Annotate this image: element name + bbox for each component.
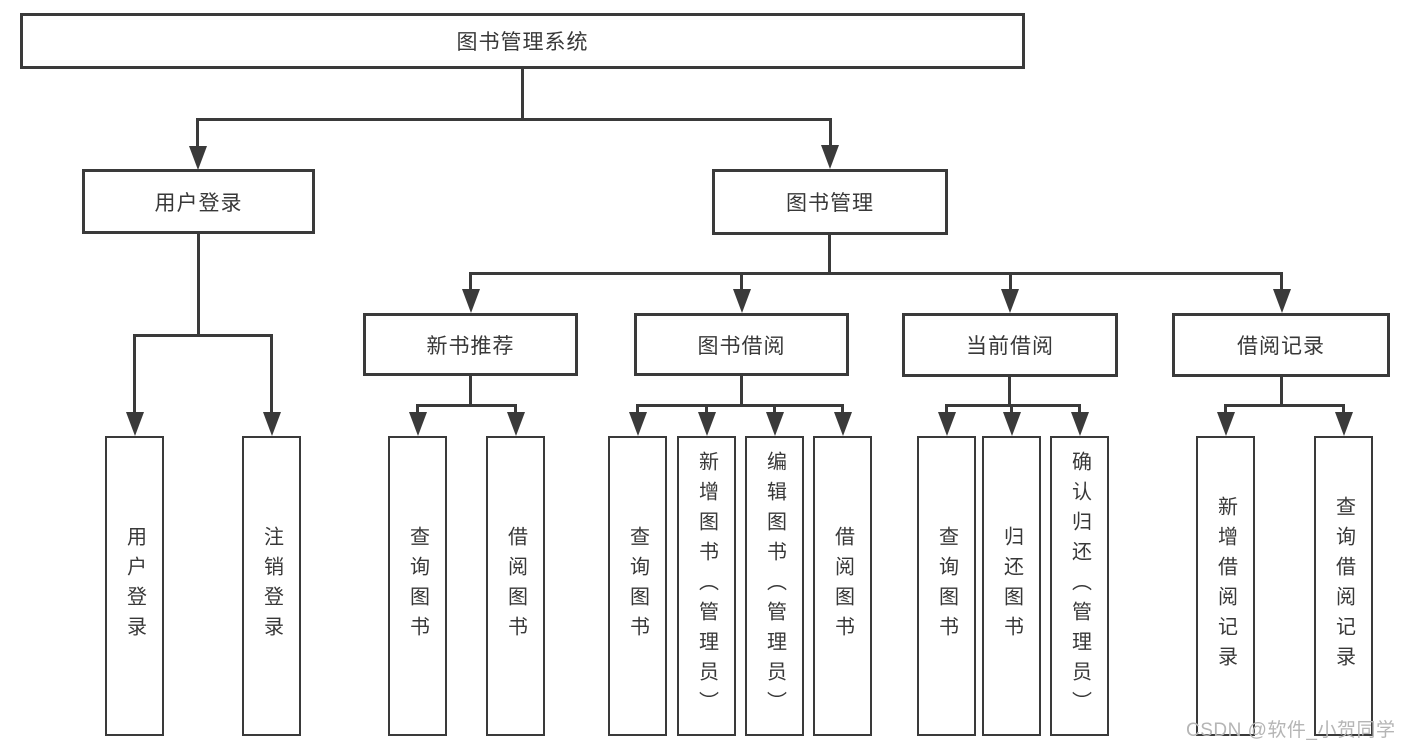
connector-line: [1008, 376, 1011, 406]
leaf-label: 新增图书（管理员）: [695, 451, 718, 721]
connector-line: [828, 234, 831, 274]
leaf-borrow-query: 查询图书: [608, 436, 667, 736]
arrowhead-icon: [1003, 412, 1021, 436]
connector-branch: [196, 118, 832, 148]
leaf-label: 查询图书: [626, 526, 649, 646]
connector-line: [773, 404, 776, 414]
connector-line: [740, 272, 743, 292]
leaf-label: 借阅图书: [504, 526, 527, 646]
connector-line: [197, 233, 200, 336]
leaf-label: 用户登录: [123, 526, 146, 646]
leaf-label: 查询图书: [935, 526, 958, 646]
connector-line: [740, 375, 743, 406]
connector-branch: [945, 404, 1081, 414]
leaf-label: 注销登录: [260, 526, 283, 646]
node-system-root: 图书管理系统: [20, 13, 1025, 69]
arrowhead-icon: [821, 145, 839, 169]
arrowhead-icon: [733, 289, 751, 313]
leaf-current-query: 查询图书: [917, 436, 976, 736]
arrowhead-icon: [189, 146, 207, 170]
node-label: 图书借阅: [697, 334, 786, 358]
leaf-borrow-add-book: 新增图书（管理员）: [677, 436, 736, 736]
leaf-label: 归还图书: [1000, 526, 1023, 646]
leaf-current-confirm-return: 确认归还（管理员）: [1050, 436, 1109, 736]
node-label: 借阅记录: [1237, 335, 1325, 358]
arrowhead-icon: [462, 289, 480, 313]
connector-branch: [416, 404, 517, 414]
node-user-login: 用户登录: [82, 169, 315, 234]
leaf-label: 新增借阅记录: [1214, 496, 1237, 676]
node-borrow-record: 借阅记录: [1172, 313, 1390, 377]
arrowhead-icon: [834, 412, 852, 436]
node-book-management: 图书管理: [712, 169, 948, 235]
arrowhead-icon: [409, 412, 427, 436]
node-label: 图书管理: [786, 192, 874, 215]
watermark: CSDN @软件_小贺同学: [1186, 720, 1396, 741]
connector-line: [705, 404, 708, 414]
arrowhead-icon: [629, 412, 647, 436]
leaf-record-add: 新增借阅记录: [1196, 436, 1255, 736]
arrowhead-icon: [1273, 289, 1291, 313]
connector-branch: [469, 272, 1283, 292]
arrowhead-icon: [126, 412, 144, 436]
node-label: 新书推荐: [426, 334, 515, 358]
connector-line: [1009, 272, 1012, 292]
arrowhead-icon: [938, 412, 956, 436]
arrowhead-icon: [698, 412, 716, 436]
node-new-book-recommend: 新书推荐: [363, 313, 578, 376]
leaf-user-login: 用户登录: [105, 436, 164, 736]
leaf-borrow-edit-book: 编辑图书（管理员）: [745, 436, 804, 736]
leaf-label: 借阅图书: [831, 526, 854, 646]
leaf-label: 编辑图书（管理员）: [763, 451, 786, 721]
connector-branch: [133, 334, 273, 412]
leaf-current-return: 归还图书: [982, 436, 1041, 736]
node-label: 图书管理系统: [456, 31, 589, 54]
arrowhead-icon: [1071, 412, 1089, 436]
connector-line: [1280, 376, 1283, 406]
leaf-borrow-book: 借阅图书: [813, 436, 872, 736]
arrowhead-icon: [1001, 289, 1019, 313]
leaf-logout: 注销登录: [242, 436, 301, 736]
node-current-borrow: 当前借阅: [902, 313, 1118, 377]
leaf-label: 确认归还（管理员）: [1068, 451, 1091, 721]
leaf-newbook-borrow: 借阅图书: [486, 436, 545, 736]
connector-branch: [1224, 404, 1345, 414]
connector-line: [1010, 404, 1013, 414]
node-label: 当前借阅: [966, 335, 1054, 358]
connector-line: [469, 375, 472, 406]
leaf-record-query: 查询借阅记录: [1314, 436, 1373, 736]
connector-branch: [636, 404, 844, 414]
leaf-label: 查询借阅记录: [1332, 496, 1355, 676]
arrowhead-icon: [1217, 412, 1235, 436]
arrowhead-icon: [766, 412, 784, 436]
arrowhead-icon: [1335, 412, 1353, 436]
node-label: 用户登录: [154, 191, 243, 215]
arrowhead-icon: [507, 412, 525, 436]
leaf-label: 查询图书: [406, 526, 429, 646]
arrowhead-icon: [263, 412, 281, 436]
leaf-newbook-query: 查询图书: [388, 436, 447, 736]
connector-line: [521, 68, 524, 120]
node-book-borrow: 图书借阅: [634, 313, 849, 376]
